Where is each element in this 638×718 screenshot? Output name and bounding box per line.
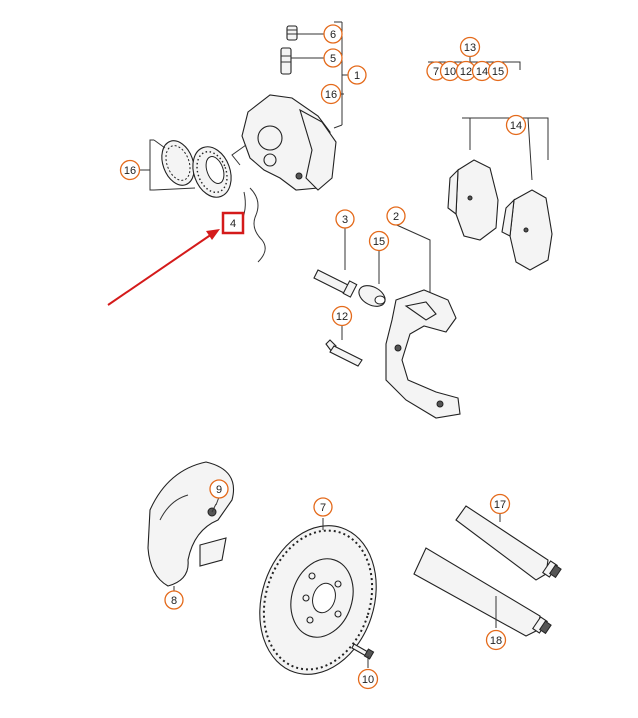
- callout-circle: [489, 493, 511, 515]
- callout-circle: [386, 206, 406, 226]
- callout-circle: [487, 60, 509, 82]
- callout-circle: [164, 590, 184, 610]
- brake-pad-left: [447, 159, 499, 241]
- grease-tube-lower: [413, 547, 552, 637]
- callout-label: 14: [510, 120, 522, 132]
- callout-label: 2: [393, 211, 399, 223]
- callout-label: 10: [362, 674, 374, 686]
- disc-screw: [351, 643, 375, 660]
- callout-circle: [459, 36, 481, 58]
- callout-label: 1: [354, 70, 360, 82]
- callout-label: 4: [230, 218, 236, 230]
- callout-c16b: 16: [119, 159, 141, 181]
- callout-c14b: 14: [505, 114, 527, 136]
- brake-pad-right: [501, 189, 553, 271]
- callout-c15a: 15: [487, 60, 509, 82]
- callout-c9: 9: [209, 479, 229, 499]
- callout-circle: [313, 497, 333, 517]
- grease-tube-upper: [455, 505, 562, 581]
- callout-circle: [368, 230, 390, 252]
- piston: [192, 146, 232, 198]
- callout-label: 16: [124, 165, 136, 177]
- callout-label: 7: [433, 66, 439, 78]
- callout-c1: 1: [347, 65, 367, 85]
- callout-circle: [485, 629, 507, 651]
- bleeder-screw: [286, 25, 298, 41]
- piston-seal-ring: [161, 140, 195, 186]
- pointer-arrow: [107, 229, 220, 306]
- callout-circle: [320, 83, 342, 105]
- callout-label: 12: [460, 66, 472, 78]
- callout-circle: [323, 48, 343, 68]
- callout-c8: 8: [164, 590, 184, 610]
- callout-layer: 6 5 1 16 16 4 13 7 10 12 14 15 14 3 2 15 12 9 8 7 10 17 18: [119, 24, 527, 690]
- callout-circle: [347, 65, 367, 85]
- callout-label: 13: [464, 42, 476, 54]
- callout-circle: [335, 209, 355, 229]
- callout-label: 15: [373, 236, 385, 248]
- callout-c10b: 10: [357, 668, 379, 690]
- callout-label: 12: [336, 311, 348, 323]
- callout-label: 16: [325, 89, 337, 101]
- caliper-housing: [231, 94, 337, 191]
- callout-c12b: 12: [331, 305, 353, 327]
- callout-c16a: 16: [320, 83, 342, 105]
- callout-label: 17: [494, 499, 506, 511]
- carrier-bolt: [325, 339, 363, 367]
- callout-label: 8: [171, 595, 177, 607]
- callout-label: 7: [320, 502, 326, 514]
- callout-circle: [357, 668, 379, 690]
- callout-c17: 17: [489, 493, 511, 515]
- callout-label: 18: [490, 635, 502, 647]
- callout-c15b: 15: [368, 230, 390, 252]
- callout-c18: 18: [485, 629, 507, 651]
- callout-label: 14: [476, 66, 488, 78]
- callout-c12a: 12: [455, 60, 477, 82]
- callout-label: 10: [444, 66, 456, 78]
- callout-c5: 5: [323, 48, 343, 68]
- guide-pin: [313, 269, 358, 298]
- bleeder-valve: [280, 47, 292, 75]
- callout-circle: [119, 159, 141, 181]
- callout-label: 9: [216, 484, 222, 496]
- callout-c4: 4: [221, 211, 245, 235]
- callout-label: 6: [330, 29, 336, 41]
- callout-label: 15: [492, 66, 504, 78]
- callout-circle: [209, 479, 229, 499]
- callout-circle: [505, 114, 527, 136]
- callout-label: 3: [342, 214, 348, 226]
- callout-c2: 2: [386, 206, 406, 226]
- caliper-carrier: [385, 289, 461, 419]
- callout-circle: [323, 24, 343, 44]
- callout-c6: 6: [323, 24, 343, 44]
- brake-disc: [259, 525, 377, 675]
- guide-bushing: [358, 285, 386, 307]
- callout-c7b: 7: [313, 497, 333, 517]
- callout-label: 5: [330, 53, 336, 65]
- callout-highlight-box: [221, 211, 245, 235]
- leader-lines: [140, 21, 549, 668]
- callout-circle: [331, 305, 353, 327]
- callout-c3: 3: [335, 209, 355, 229]
- callout-c13: 13: [459, 36, 481, 58]
